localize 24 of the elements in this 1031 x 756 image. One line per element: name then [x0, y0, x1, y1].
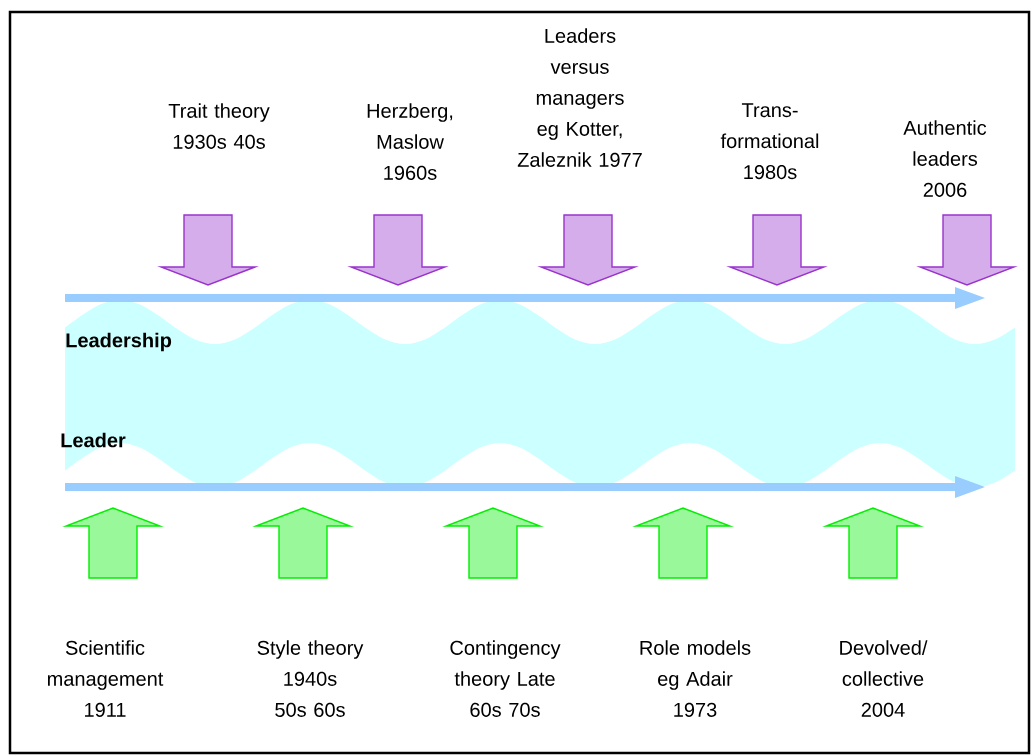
- block-arrow: [726, 214, 828, 286]
- event-text: Contingency theory Late 60s 70s: [450, 640, 561, 717]
- event-text: Scientific management 1911: [47, 640, 164, 717]
- block-arrow: [442, 507, 544, 579]
- band-label: Leader: [61, 432, 126, 448]
- event-text: Trait theory 1930s 40s: [168, 103, 270, 149]
- event-text: Style theory 1940s 50s 60s: [257, 640, 364, 717]
- event-text: Herzberg, Maslow 1960s: [367, 103, 453, 180]
- event-text: Leaders versus managers eg Kotter, Zaleznik 1977: [517, 28, 642, 167]
- timeline-arrow: [65, 476, 985, 498]
- event-text: Role models eg Adair 1973: [640, 640, 751, 717]
- block-arrow: [157, 214, 259, 286]
- block-arrow: [62, 507, 164, 579]
- block-arrow: [632, 507, 734, 579]
- block-arrow: [252, 507, 354, 579]
- event-text: Trans- formational 1980s: [720, 103, 819, 180]
- event-text: Authentic leaders 2006: [903, 120, 987, 197]
- block-arrow: [347, 214, 449, 286]
- block-arrow: [916, 214, 1018, 286]
- block-arrow: [537, 214, 639, 286]
- block-arrow: [822, 507, 924, 579]
- band-label: Leadership: [66, 332, 172, 352]
- timeline-arrow: [65, 287, 985, 309]
- event-text: Devolved/ collective 2004: [840, 640, 928, 717]
